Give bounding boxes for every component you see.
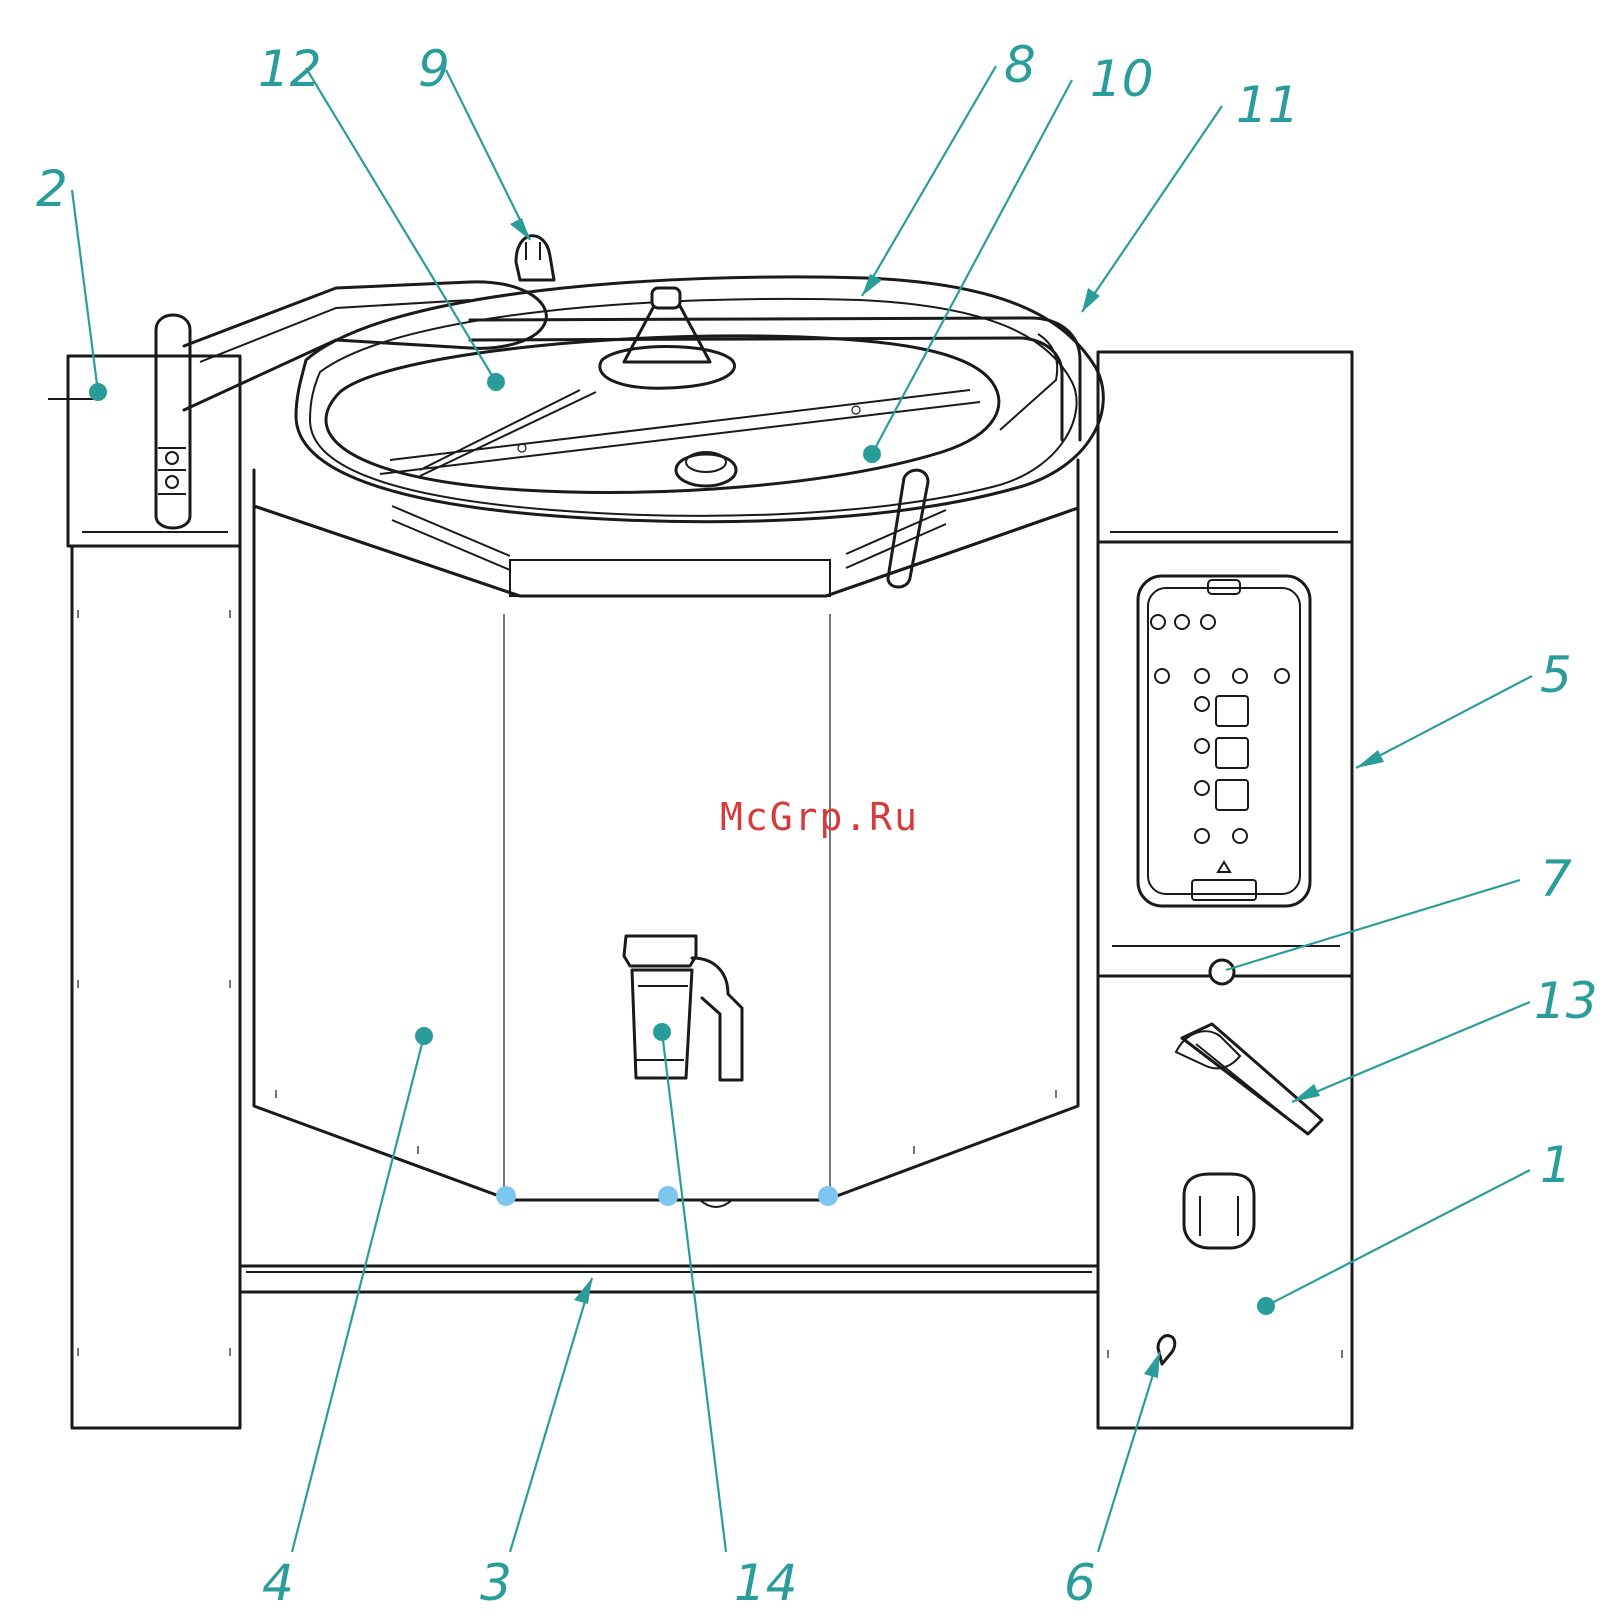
callout-3: 3: [480, 1554, 512, 1612]
leader-lines: [70, 65, 1533, 1553]
callout-13: 13: [1534, 972, 1598, 1030]
callout-6: 6: [1064, 1554, 1096, 1612]
right-pedestal: [1096, 350, 1354, 1430]
kettle-rim: [252, 275, 1105, 598]
callout-9: 9: [418, 40, 450, 98]
callout-4: 4: [262, 1554, 294, 1612]
drain-tap: [622, 934, 744, 1082]
lid-clamp: [514, 234, 556, 282]
callout-labels: 1 2 3 4 5 6 7 8 9 10 11 12 13 14: [36, 36, 1598, 1612]
control-panel: [1136, 574, 1312, 908]
base-crossbar: [238, 1264, 1100, 1294]
callout-11: 11: [1236, 76, 1300, 134]
callout-14: 14: [734, 1554, 798, 1612]
callout-8: 8: [1004, 36, 1036, 94]
callout-5: 5: [1540, 646, 1572, 704]
callout-2: 2: [36, 160, 68, 218]
watermark-text: McGrp.Ru: [720, 795, 919, 839]
lid-valve: [598, 286, 736, 390]
kettle-body: [252, 460, 1080, 1208]
left-pedestal-handle: [154, 313, 192, 530]
lid-handle-bar: [182, 280, 1082, 589]
kettle-joints: [496, 1186, 838, 1206]
left-pedestal: [48, 354, 242, 1430]
callout-7: 7: [1540, 850, 1572, 908]
kettle-lid: [324, 334, 1001, 494]
callout-12: 12: [258, 40, 322, 98]
callout-1: 1: [1540, 1136, 1572, 1194]
callout-10: 10: [1090, 50, 1154, 108]
right-pedestal-fittings: [1156, 958, 1324, 1366]
